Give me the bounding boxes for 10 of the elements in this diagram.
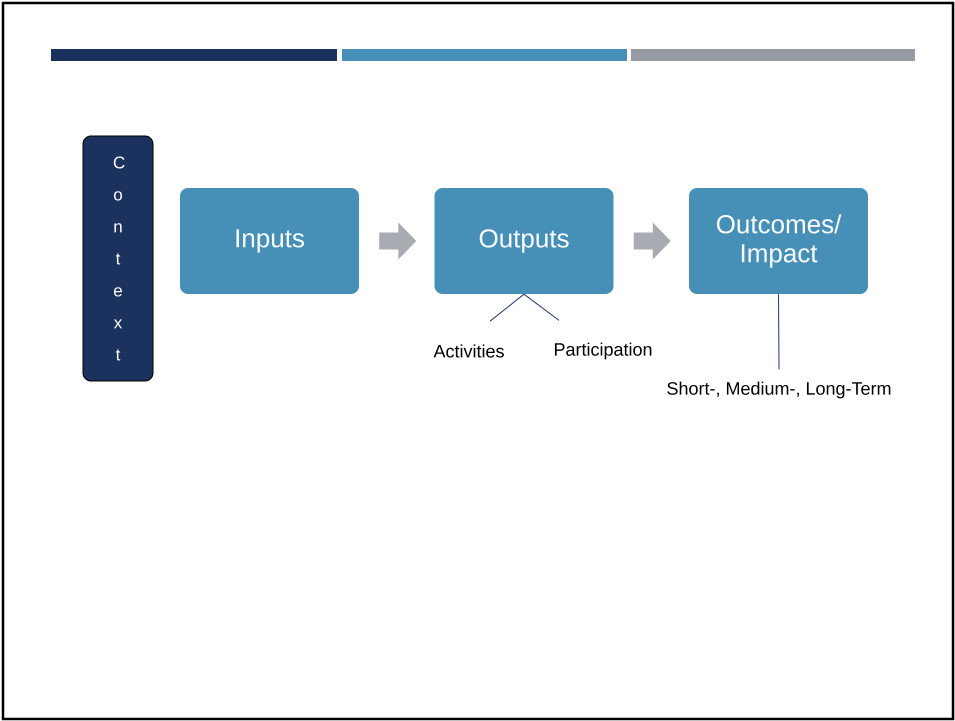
output-label: Short-, Medium-, Long-Term: [667, 382, 890, 398]
process-box: Inputs: [180, 188, 359, 294]
connector-line: [490, 294, 524, 322]
process-box: Outputs: [434, 188, 614, 294]
output-label: Participation: [554, 342, 652, 360]
process-box: Outcomes/ Impact: [689, 188, 868, 294]
connector-line: [524, 294, 560, 321]
output-label: Activities: [434, 344, 504, 358]
context-bar: C o n t e x t: [82, 136, 154, 382]
connector-line: [778, 294, 780, 370]
